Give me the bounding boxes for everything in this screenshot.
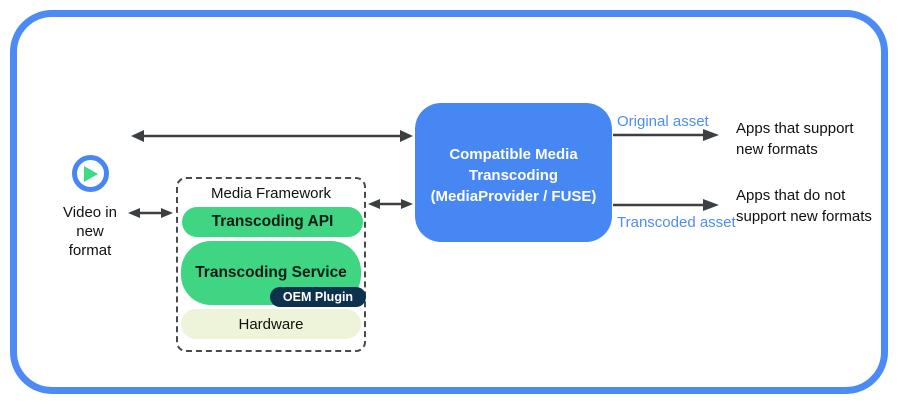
play-icon [72,155,109,192]
apps-no-support-label: Apps that do not support new formats [736,187,872,225]
diagram-border [10,10,888,394]
apps-support-label: Apps that support new formats [736,120,854,158]
play-triangle [84,165,98,182]
oem-plugin-pill: OEM Plugin [270,287,366,307]
transcoding-service-pill: Transcoding Service OEM Plugin [181,241,366,307]
transcoder-subtitle: (MediaProvider / FUSE) [430,188,597,205]
hardware-pill: Hardware [181,309,361,339]
original-asset-label: Original asset [617,113,709,130]
video-source-label: Video in new format [63,204,117,259]
transcoder-title: Compatible Media Transcoding [449,146,578,184]
transcoding-service-label: Transcoding Service [195,264,347,281]
transcoded-asset-label: Transcoded asset [617,214,736,231]
media-framework-title: Media Framework [210,185,332,202]
compatible-media-transcoding-box: Compatible Media Transcoding (MediaProvi… [415,103,612,242]
transcoding-api-pill: Transcoding API [182,207,363,237]
media-framework-box: Media Framework Transcoding API Transcod… [176,177,366,352]
